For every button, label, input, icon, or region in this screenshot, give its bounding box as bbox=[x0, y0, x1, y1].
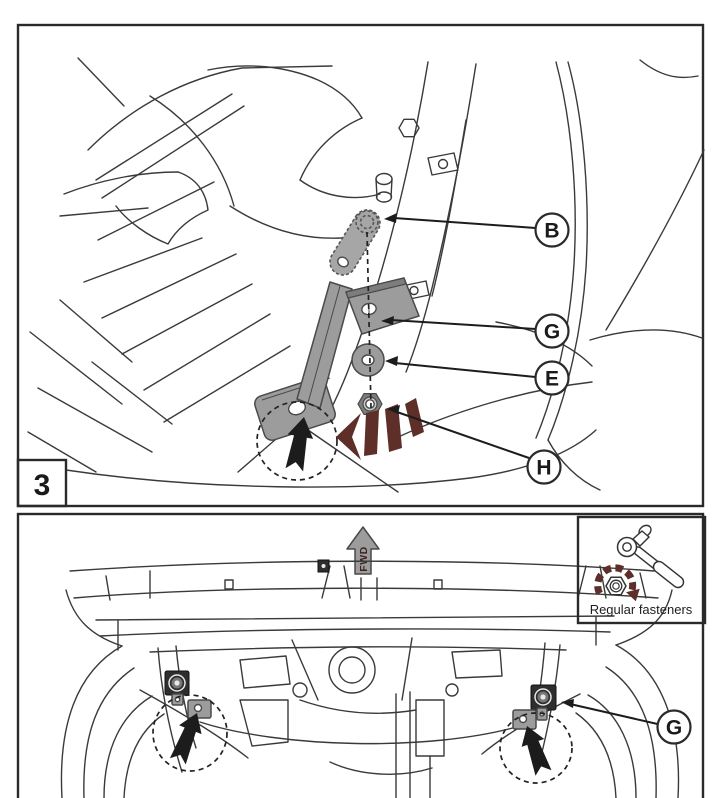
location-circle-right bbox=[499, 712, 573, 784]
underbody-line-art bbox=[60, 560, 680, 798]
callout-b: B bbox=[384, 212, 570, 248]
push-direction-arrow-icon bbox=[336, 398, 424, 460]
torque-nut-icon bbox=[594, 564, 640, 602]
callout-g-label: G bbox=[544, 321, 560, 344]
left-fastener-cluster bbox=[152, 670, 228, 772]
fwd-label: FWD bbox=[358, 546, 370, 571]
callout-g-bottom-arrowhead bbox=[561, 699, 574, 708]
location-circle bbox=[256, 401, 338, 481]
callout-e: E bbox=[385, 356, 570, 396]
step-panel-border bbox=[16, 23, 705, 508]
step-panel: B G E H 3 bbox=[16, 23, 705, 508]
underbody-panel-border bbox=[16, 512, 705, 798]
legend-label: Regular fasteners bbox=[590, 602, 693, 617]
bolt-sleeve-icon bbox=[375, 172, 393, 186]
washer-part bbox=[351, 343, 385, 377]
bracket-part bbox=[254, 277, 420, 441]
bracket-arm bbox=[296, 281, 353, 409]
callout-g-bottom: G bbox=[561, 699, 692, 745]
step-number: 3 bbox=[34, 469, 51, 502]
right-fastener-cluster bbox=[499, 684, 573, 784]
regular-fasteners-legend: Regular fasteners bbox=[576, 515, 707, 625]
bolt-dot bbox=[321, 564, 326, 568]
location-circle-left bbox=[152, 694, 228, 772]
callout-h-label: H bbox=[536, 457, 551, 480]
fwd-arrow: FWD bbox=[346, 526, 380, 575]
callout-b-label: B bbox=[544, 220, 559, 243]
underbody-panel: FWD bbox=[16, 512, 707, 798]
install-arrow-right-icon bbox=[521, 726, 552, 776]
phantom-link-part bbox=[329, 209, 381, 276]
callout-h: H bbox=[387, 405, 562, 485]
callout-h-arrowhead bbox=[387, 405, 400, 414]
install-arrow-icon bbox=[285, 417, 314, 472]
install-arrow-left-icon bbox=[169, 713, 202, 765]
callout-b-arrowhead bbox=[384, 213, 397, 223]
callout-g: G bbox=[381, 313, 570, 349]
callout-e-arrowhead bbox=[385, 356, 398, 366]
ratchet-wrench-icon bbox=[616, 524, 685, 589]
callout-g-arrowhead bbox=[381, 316, 394, 325]
callout-e-label: E bbox=[545, 368, 559, 391]
nut-part bbox=[357, 393, 383, 415]
hex-bolt-head-icon bbox=[398, 118, 420, 138]
step-number-box: 3 bbox=[16, 458, 68, 508]
callout-g-bottom-label: G bbox=[666, 717, 682, 740]
